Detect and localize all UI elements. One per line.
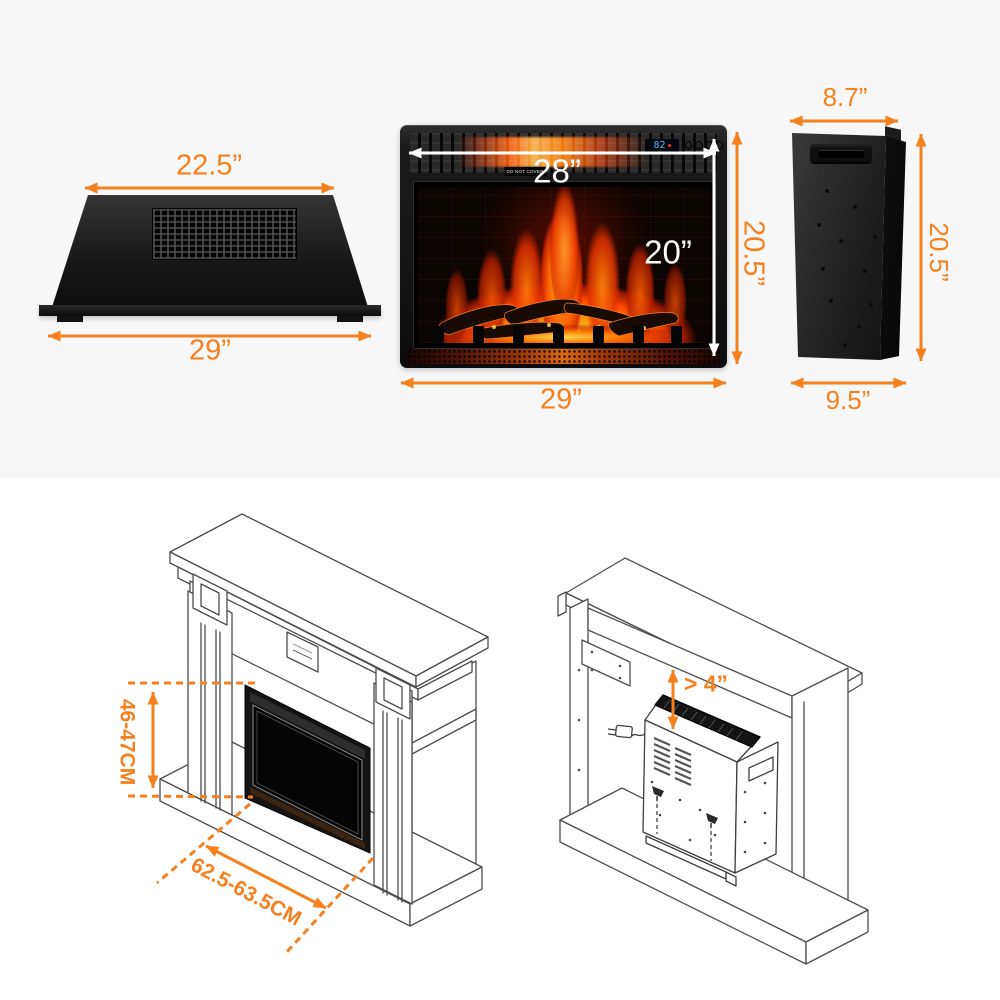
vent-grille: [152, 208, 297, 260]
power-cord-plug: [607, 724, 646, 739]
dim-label-side-top-depth: 8.7”: [822, 82, 868, 112]
dim-label-back-top-width: 22.5”: [175, 149, 243, 182]
power-indicator-dot: [667, 144, 671, 147]
dim-label-front-outer-width: 29”: [540, 383, 582, 416]
temperature-display: 82: [645, 139, 679, 152]
control-button-icon: [695, 141, 703, 150]
dim-label-opening-height: 46-47CM: [115, 698, 139, 786]
front-dimension-marks: [127, 681, 375, 957]
control-box: [286, 631, 319, 673]
dim-label-front-inner-height: 20”: [644, 233, 692, 271]
dim-label-front-outer-height: 20.5”: [737, 219, 770, 287]
dim-label-side-bottom-depth: 9.5”: [825, 385, 871, 415]
carry-handle: [810, 144, 872, 164]
firebox-glass: [413, 181, 716, 349]
mantel-back-diagram: [557, 557, 869, 965]
mantel-front-diagram: [127, 513, 489, 957]
dim-label-top-clearance: > 4”: [683, 670, 729, 697]
back-vent-grilles: [653, 736, 692, 787]
control-button-icon: [685, 141, 693, 150]
rivet-dots: [786, 128, 788, 130]
insert-back-top-view-photo: [39, 195, 381, 327]
foot-right: [337, 316, 363, 322]
fireplace-front-view-photo: 82 DO NOT COVER: [400, 125, 727, 368]
mounting-flange: [39, 305, 381, 316]
dim-label-front-inner-width: 28”: [533, 152, 581, 190]
dim-label-side-height: 20.5”: [924, 222, 954, 282]
installed-insert: [244, 684, 371, 854]
foot-left: [57, 316, 83, 322]
handle-slot: [818, 150, 864, 158]
control-buttons: [685, 141, 723, 150]
do-not-cover-label: DO NOT COVER: [504, 167, 546, 176]
control-button-icon: [715, 141, 723, 150]
dim-label-back-bottom-width: 29”: [189, 334, 231, 367]
bottom-heater-band: [407, 349, 720, 364]
log-set: [433, 298, 692, 343]
front-teeth: [433, 326, 682, 343]
insert-unit-drawing: [607, 694, 779, 887]
temperature-value: 82: [653, 139, 666, 151]
mantel-back-drawing: [557, 557, 869, 965]
control-button-icon: [705, 141, 713, 150]
side-panel: [792, 133, 886, 360]
mounting-screws: [652, 786, 718, 861]
insert-side-view-photo: [786, 126, 910, 370]
product-photos-section: 82 DO NOT COVER: [0, 0, 1000, 478]
